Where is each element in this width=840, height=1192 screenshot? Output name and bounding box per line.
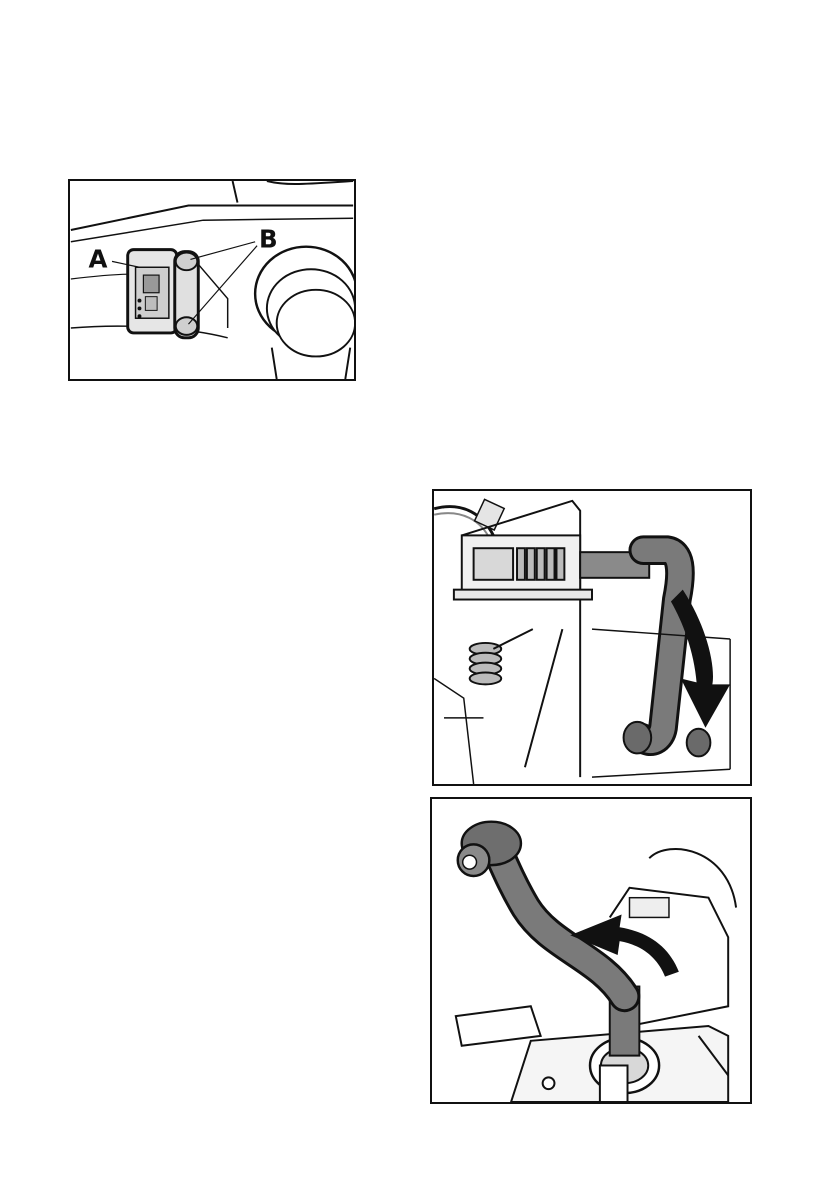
figure-handle-down (432, 489, 752, 786)
spring-lower (470, 643, 502, 684)
callout-b-label: B (259, 225, 278, 254)
callout-a-label: A (88, 244, 107, 273)
figure-handle-up (430, 797, 752, 1104)
handle-up-illustration (432, 799, 750, 1102)
figure-socket-detail: A B (68, 179, 356, 381)
socket-illustration: A B (70, 181, 354, 379)
handle-down-illustration (434, 491, 750, 784)
spring-upper (517, 548, 564, 580)
callout-b-leader-top (190, 242, 255, 260)
